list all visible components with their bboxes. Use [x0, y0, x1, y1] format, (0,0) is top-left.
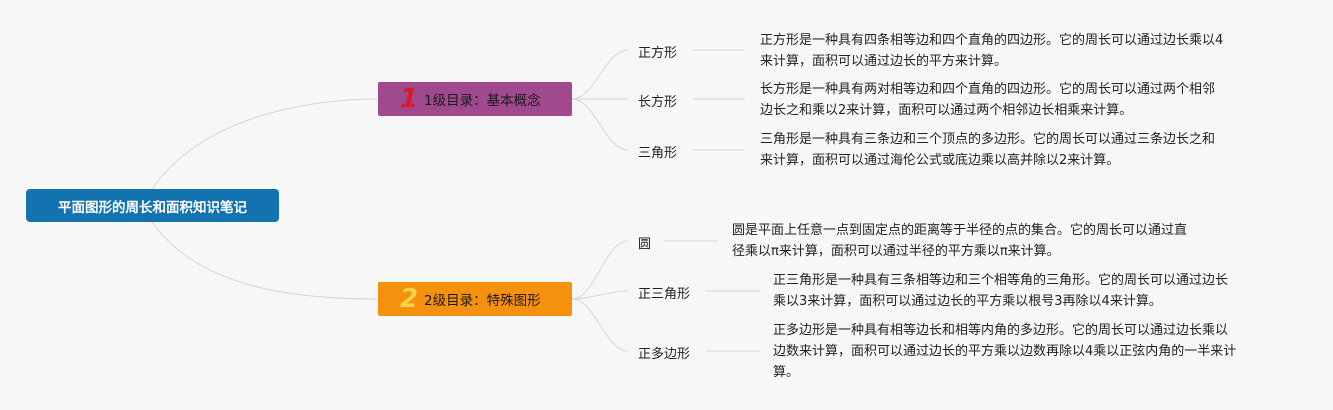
note-line: 正三角形是一种具有三条相等边和三个相等角的三角形。它的周长可以通过边长	[773, 273, 1229, 288]
note-line: 径乘以π来计算，面积可以通过半径的平方乘以π来计算。	[732, 244, 1060, 259]
note-line: 边数来计算，面积可以通过边长的平方乘以边数再除以4乘以正弦内角的一半来计	[773, 344, 1237, 359]
note-line: 正方形是一种具有四条相等边和四个直角的四边形。它的周长可以通过边长乘以4	[760, 33, 1224, 48]
link-branch-1-leaf-1	[571, 49, 629, 100]
link-root-branch-2	[151, 221, 379, 300]
branch-topic-basic-concepts[interactable]: 1 1级目录：基本概念	[378, 82, 572, 116]
leaf-topic-equilateral-triangle[interactable]: 正三角形	[638, 287, 691, 302]
root-topic-label: 平面图形的周长和面积知识笔记	[58, 199, 247, 216]
leaf-note-rectangle: 长方形是一种具有两对相等边和四个直角的四边形。它的周长可以通过两个相邻 边长之和…	[760, 79, 1215, 121]
leaf-topic-square[interactable]: 正方形	[638, 46, 678, 61]
note-line: 来计算，面积可以通过边长的平方来计算。	[760, 54, 1008, 69]
link-branch-2-leaf-2	[571, 290, 629, 300]
leaf-topic-triangle[interactable]: 三角形	[638, 146, 678, 161]
root-topic[interactable]: 平面图形的周长和面积知识笔记	[26, 189, 279, 222]
note-line: 来计算，面积可以通过海伦公式或底边乘以高并除以2来计算。	[760, 153, 1120, 168]
leaf-topic-regular-polygon[interactable]: 正多边形	[638, 347, 691, 362]
leaf-note-circle: 圆是平面上任意一点到固定点的距离等于半径的点的集合。它的周长可以通过直 径乘以π…	[732, 220, 1187, 262]
note-line: 算。	[773, 365, 800, 380]
branch-label: 2级目录：特殊图形	[424, 293, 541, 309]
note-line: 正多边形是一种具有相等边长和相等内角的多边形。它的周长可以通过边长乘以	[773, 323, 1229, 338]
link-branch-1-leaf-3	[571, 98, 629, 151]
branch-number-1: 1	[399, 84, 419, 114]
link-branch-2-leaf-1	[571, 240, 629, 300]
link-root-branch-1	[151, 98, 379, 190]
leaf-topic-rectangle[interactable]: 长方形	[638, 95, 678, 110]
note-line: 乘以3来计算，面积可以通过边长的平方乘以根号3再除以4来计算。	[773, 294, 1162, 309]
branch-number-2: 2	[399, 284, 419, 314]
leaf-note-regular-polygon: 正多边形是一种具有相等边长和相等内角的多边形。它的周长可以通过边长乘以 边数来计…	[773, 320, 1236, 383]
leaf-topic-circle[interactable]: 圆	[638, 237, 652, 252]
leaf-note-equilateral-triangle: 正三角形是一种具有三条相等边和三个相等角的三角形。它的周长可以通过边长 乘以3来…	[773, 270, 1228, 312]
leaf-note-triangle: 三角形是一种具有三条边和三个顶点的多边形。它的周长可以通过三条边长之和 来计算，…	[760, 129, 1215, 171]
branch-label: 1级目录：基本概念	[424, 93, 541, 109]
note-line: 长方形是一种具有两对相等边和四个直角的四边形。它的周长可以通过两个相邻	[760, 82, 1216, 97]
note-line: 三角形是一种具有三条边和三个顶点的多边形。它的周长可以通过三条边长之和	[760, 132, 1216, 147]
note-line: 圆是平面上任意一点到固定点的距离等于半径的点的集合。它的周长可以通过直	[732, 223, 1188, 238]
branch-topic-special-shapes[interactable]: 2 2级目录：特殊图形	[378, 282, 572, 316]
link-branch-2-leaf-3	[571, 298, 629, 352]
leaf-note-square: 正方形是一种具有四条相等边和四个直角的四边形。它的周长可以通过边长乘以4 来计算…	[760, 30, 1223, 72]
note-line: 边长之和乘以2来计算，面积可以通过两个相邻边长相乘来计算。	[760, 103, 1133, 118]
